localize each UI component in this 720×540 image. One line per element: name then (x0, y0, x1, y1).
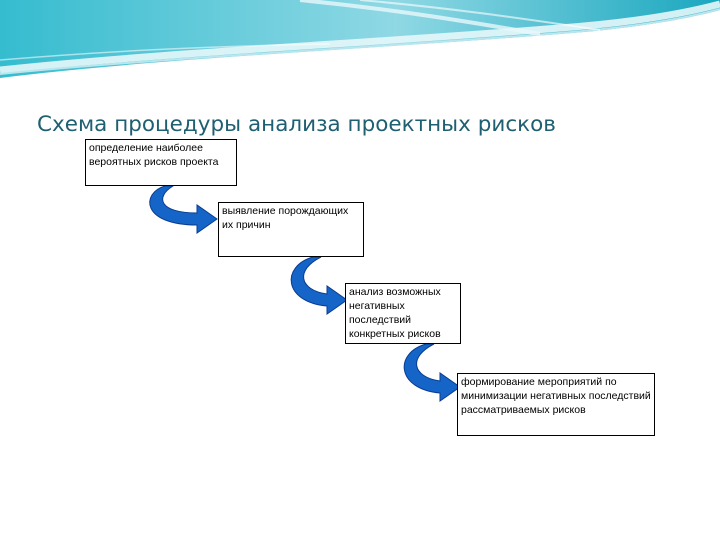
step-box-3: анализ возможных негативных последствий … (345, 283, 461, 344)
step-1-text: определение наиболее вероятных рисков пр… (89, 142, 219, 168)
step-4-text: формирование мероприятий по минимизации … (461, 376, 651, 416)
step-2-text: выявление порождающих их причин (222, 205, 349, 231)
curved-arrow-1-to-2 (149, 185, 218, 234)
step-box-1: определение наиболее вероятных рисков пр… (85, 139, 237, 186)
curved-arrow-2-to-3 (290, 256, 348, 315)
page-title: Схема процедуры анализа проектных рисков (37, 112, 556, 137)
step-3-text: анализ возможных негативных последствий … (349, 286, 441, 340)
step-box-2: выявление порождающих их причин (218, 202, 364, 257)
header-wave-decoration (0, 0, 720, 95)
step-box-4: формирование мероприятий по минимизации … (457, 373, 655, 436)
curved-arrow-3-to-4 (403, 343, 461, 402)
